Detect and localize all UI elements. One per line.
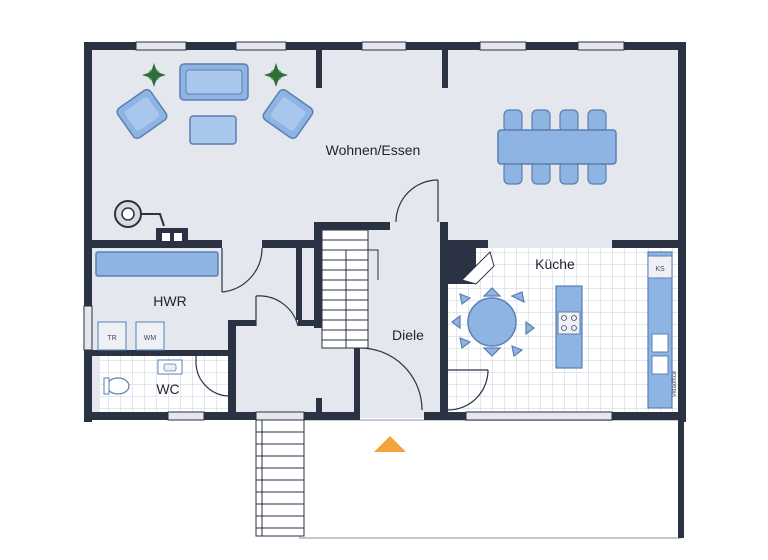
armchair-right [262, 88, 314, 140]
fridge-label: KS [655, 266, 665, 273]
stove-icon [114, 200, 165, 228]
plant-icon [142, 63, 166, 87]
entry-arrow-icon [374, 436, 406, 452]
toilet-icon [103, 377, 130, 395]
watermark: Vidaoffice [672, 370, 678, 397]
doors [195, 179, 489, 411]
room-label-wohnen: Wohnen/Essen [326, 142, 421, 158]
room-label-diele: Diele [392, 327, 424, 343]
kitchen-island [555, 285, 583, 369]
windows [83, 41, 625, 421]
dining-table [497, 109, 617, 185]
armchair-left [116, 88, 168, 140]
sink-icon [157, 359, 183, 375]
kitchen-chimney [448, 248, 495, 285]
staircase [321, 229, 379, 349]
room-label-wc: WC [156, 381, 179, 397]
dryer-label: TR [107, 335, 116, 342]
plant-icon [264, 63, 288, 87]
washing-machine: WM [135, 321, 165, 351]
sofa [179, 63, 249, 101]
kitchen-counter [647, 251, 673, 409]
dryer: TR [97, 321, 127, 351]
coffee-table [189, 115, 237, 145]
room-label-kueche: Küche [535, 256, 575, 272]
round-dining-table [451, 287, 535, 358]
chimney [156, 228, 188, 246]
utility-counter [95, 251, 219, 277]
entrance-stairs [255, 419, 305, 537]
terrace [299, 419, 681, 539]
washing-machine-label: WM [144, 335, 157, 342]
room-label-hwr: HWR [153, 293, 186, 309]
